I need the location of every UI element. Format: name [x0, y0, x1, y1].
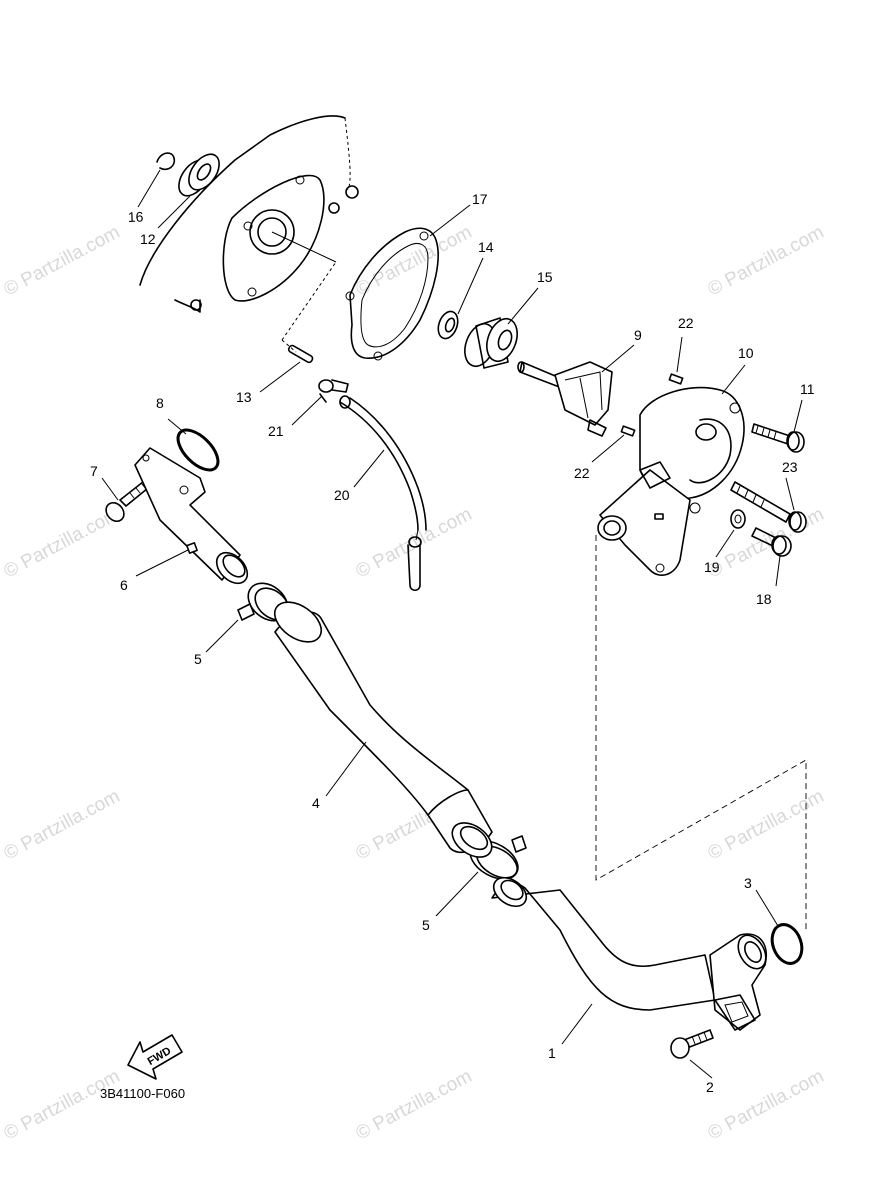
- watermark: © Partzilla.com: [352, 1066, 475, 1145]
- callout-2: 2: [706, 1079, 714, 1095]
- callout-15: 15: [537, 269, 553, 285]
- part-7-bolt: [105, 477, 154, 523]
- part-22-dowel-pin: [668, 373, 684, 385]
- assembly-lines: [281, 261, 807, 930]
- part-1-pipe: [491, 876, 767, 1031]
- part-18-bolt: [751, 527, 792, 557]
- fwd-arrow-icon: FWD: [127, 1034, 183, 1080]
- diagram-code: 3B41100-F060: [100, 1086, 185, 1101]
- callout-8: 8: [156, 395, 164, 411]
- part-11-bolt: [751, 423, 805, 453]
- part-17-gasket: [345, 227, 439, 361]
- callout-18: 18: [756, 591, 772, 607]
- part-3-o-ring: [770, 923, 804, 965]
- callout-20: 20: [334, 487, 350, 503]
- callout-5-upper: 5: [194, 651, 202, 667]
- leader-lines: [101, 169, 803, 1079]
- callout-14: 14: [478, 239, 494, 255]
- callout-labels: 16 12 17 14 15 9 22 10 11 13 21 8 22 23 …: [90, 191, 815, 1095]
- part-23-bolt: [730, 481, 807, 533]
- callout-19: 19: [704, 559, 720, 575]
- part-19-washer: [730, 509, 746, 529]
- watermark: © Partzilla.com: [0, 786, 123, 865]
- part-21-clamp: [318, 379, 349, 403]
- part-15-mechanical-seal: [464, 317, 518, 369]
- part-10-pump-housing: [597, 386, 745, 576]
- callout-22-lower: 22: [574, 465, 590, 481]
- watermark: © Partzilla.com: [704, 786, 827, 865]
- crankcase-cover: [139, 115, 359, 313]
- watermark: © Partzilla.com: [352, 504, 475, 583]
- callout-21: 21: [268, 423, 284, 439]
- callout-7: 7: [90, 463, 98, 479]
- callout-9: 9: [634, 327, 642, 343]
- part-13-pin: [287, 344, 314, 364]
- watermark-layer: © Partzilla.com © Partzilla.com © Partzi…: [0, 222, 827, 1145]
- part-22-dowel-pin: [620, 425, 636, 437]
- callout-13: 13: [236, 389, 252, 405]
- callout-4: 4: [312, 795, 320, 811]
- part-8-o-ring: [176, 428, 220, 472]
- callout-1: 1: [548, 1045, 556, 1061]
- part-14-oil-seal: [437, 310, 459, 340]
- callout-6: 6: [120, 577, 128, 593]
- part-2-bolt: [670, 1029, 714, 1059]
- watermark: © Partzilla.com: [704, 222, 827, 301]
- callout-5-lower: 5: [422, 917, 430, 933]
- watermark: © Partzilla.com: [704, 1066, 827, 1145]
- callout-11: 11: [800, 381, 815, 397]
- callout-22-upper: 22: [678, 315, 694, 331]
- part-9-impeller-shaft: [517, 361, 613, 437]
- callout-3: 3: [744, 875, 752, 891]
- callout-10: 10: [738, 345, 754, 361]
- callout-23: 23: [782, 459, 798, 475]
- part-12-bearing: [178, 153, 220, 197]
- part-6-pipe: [134, 447, 249, 585]
- watermark: © Partzilla.com: [0, 1066, 123, 1145]
- part-20-breather-hose: [339, 395, 427, 592]
- part-4-hose: [274, 601, 493, 858]
- watermark: © Partzilla.com: [0, 222, 123, 301]
- callout-17: 17: [472, 191, 488, 207]
- part-16-circlip: [156, 152, 176, 171]
- watermark: © Partzilla.com: [0, 504, 123, 583]
- callout-16: 16: [128, 208, 144, 225]
- callout-12: 12: [140, 231, 156, 247]
